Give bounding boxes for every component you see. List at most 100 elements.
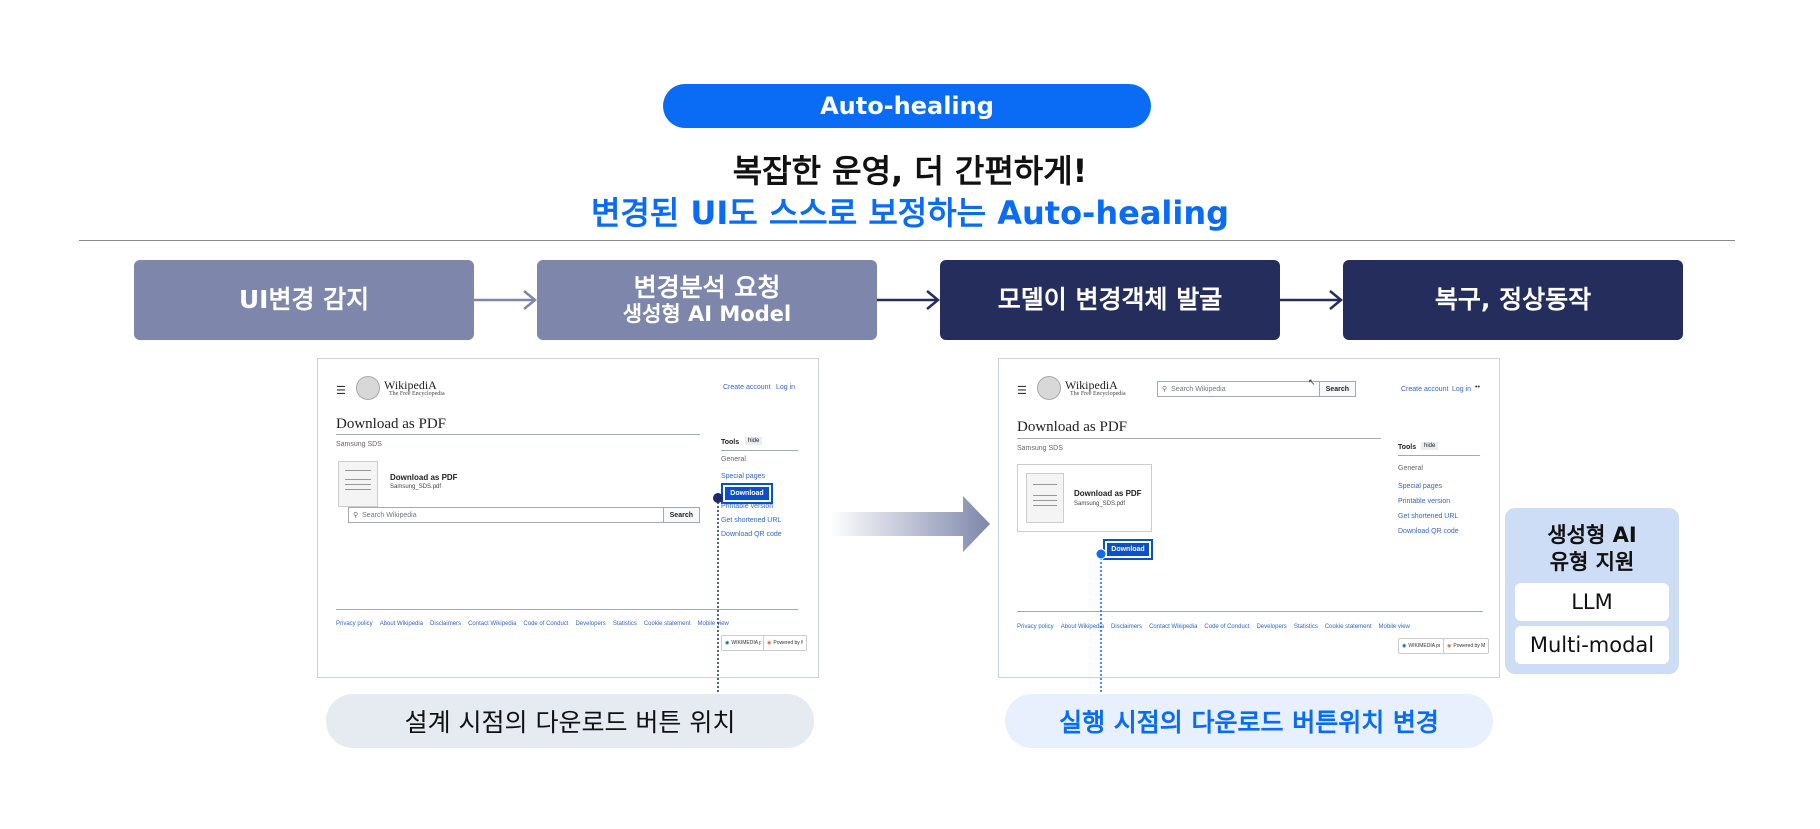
footer-link[interactable]: About Wikipedia	[379, 621, 424, 627]
caption-design-time: 설계 시점의 다운로드 버튼 위치	[326, 694, 814, 748]
logo-subtitle: The Free Encyclopedia	[1070, 391, 1126, 397]
page-title: Download as PDF	[336, 416, 447, 432]
tool-link[interactable]: Download QR code	[721, 531, 782, 538]
tools-rule	[721, 450, 798, 451]
pdf-document-icon	[338, 461, 378, 507]
logo-subtitle: The Free Encyclopedia	[389, 391, 445, 397]
footer-link[interactable]: Privacy policy	[336, 621, 373, 627]
mouse-cursor-icon: ↖	[1308, 377, 1316, 387]
divider	[79, 240, 1735, 241]
search-bar[interactable]: ⚲ Search Wikipedia Search	[1157, 381, 1356, 397]
general-label: General	[1398, 465, 1423, 472]
search-button[interactable]: Search	[1318, 382, 1355, 396]
step-ui-change-detect: UI변경 감지	[134, 260, 474, 340]
footer-link[interactable]: Cookie statement	[643, 621, 691, 627]
footer-link[interactable]: Mobile view	[697, 621, 729, 627]
mediawiki-logo-icon: ◉	[1447, 643, 1452, 649]
search-button[interactable]: Search	[662, 508, 699, 522]
step-label: UI변경 감지	[238, 284, 370, 314]
download-button[interactable]: Download	[721, 483, 773, 504]
transition-arrow-icon	[830, 496, 990, 552]
tool-link[interactable]: Printable version	[1398, 498, 1451, 505]
step-model-finds-object: 모델이 변경객체 발굴	[940, 260, 1280, 340]
footer-link[interactable]: Disclaimers	[430, 621, 462, 627]
screenshot-design-time: ☰ WikipediA The Free Encyclopedia Create…	[317, 358, 819, 678]
footer-rule	[336, 609, 798, 610]
tools-heading: Tools	[721, 439, 740, 446]
footer-link[interactable]: Code of Conduct	[1204, 624, 1250, 630]
pointer-before	[713, 493, 723, 694]
logo-title: WikipediA	[384, 378, 437, 392]
pdf-document-icon	[1026, 473, 1064, 523]
log-in-link[interactable]: Log in	[776, 384, 796, 391]
logo-title: WikipediA	[1065, 378, 1118, 392]
tool-link[interactable]: Get shortened URL	[1398, 513, 1459, 520]
doc-title: Download as PDF	[1074, 489, 1142, 498]
tool-link[interactable]: Special pages	[1398, 483, 1442, 490]
wikipedia-globe-icon	[1037, 376, 1061, 400]
footer-link[interactable]: Cookie statement	[1324, 624, 1372, 630]
download-button[interactable]: Download	[1103, 539, 1153, 560]
step-label: 모델이 변경객체 발굴	[997, 284, 1223, 314]
wikipedia-globe-icon	[356, 376, 380, 400]
ai-support-title: 생성형 AI 유형 지원	[1505, 522, 1679, 577]
footer-links: Privacy policy About Wikipedia Disclaime…	[1017, 624, 1410, 630]
tool-link[interactable]: Download QR code	[1398, 528, 1459, 535]
page-title: Download as PDF	[1017, 419, 1128, 435]
search-bar[interactable]: ⚲ Search Wikipedia Search	[348, 507, 700, 523]
tool-link[interactable]: Special pages	[721, 473, 765, 480]
doc-card: Download as PDF Samsung_SDS.pdf	[1017, 464, 1152, 532]
title-rule	[1017, 438, 1381, 439]
footer-link[interactable]: Privacy policy	[1017, 624, 1054, 630]
title-rule	[336, 434, 700, 435]
step-label: 복구, 정상동작	[1434, 284, 1592, 314]
step-label: 변경분석 요청	[633, 272, 781, 302]
footer-link[interactable]: Disclaimers	[1111, 624, 1143, 630]
search-input[interactable]: Search Wikipedia	[1171, 385, 1226, 393]
footer-link[interactable]: Contact Wikipedia	[468, 621, 517, 627]
footer-link[interactable]: Developers	[575, 621, 606, 627]
ai-support-title-line: 유형 지원	[1549, 550, 1635, 575]
create-account-link[interactable]: Create account	[723, 384, 771, 391]
footer-link[interactable]: Developers	[1256, 624, 1287, 630]
wikimedia-badge: ◉WIKIMEDIA project	[1398, 638, 1444, 654]
footer-link[interactable]: About Wikipedia	[1060, 624, 1105, 630]
footer-link[interactable]: Code of Conduct	[523, 621, 569, 627]
mediawiki-badge: ◉Powered by MediaWiki	[763, 635, 807, 651]
footer-rule	[1017, 611, 1483, 612]
badge-text: WIKIMEDIA project	[1408, 643, 1440, 649]
ai-type-multimodal: Multi-modal	[1515, 626, 1669, 664]
doc-title: Download as PDF	[390, 473, 458, 482]
more-options-icon[interactable]: ••	[1475, 384, 1480, 391]
footer-link[interactable]: Statistics	[612, 621, 637, 627]
wikimedia-logo-icon: ◉	[725, 640, 730, 646]
caption-run-time: 실행 시점의 다운로드 버튼위치 변경	[1005, 694, 1493, 748]
tool-link[interactable]: Get shortened URL	[721, 517, 782, 524]
page-subtitle: Samsung SDS	[336, 441, 382, 448]
arrow-right-icon	[1280, 290, 1343, 310]
mediawiki-badge: ◉Powered by MediaWiki	[1443, 638, 1489, 654]
arrow-right-icon	[474, 290, 537, 310]
footer-link[interactable]: Mobile view	[1378, 624, 1410, 630]
auto-healing-badge: Auto-healing	[663, 84, 1151, 128]
pointer-after	[1095, 548, 1107, 694]
log-in-link[interactable]: Log in	[1452, 386, 1472, 393]
doc-filename: Samsung_SDS.pdf	[390, 484, 442, 490]
hide-button[interactable]: hide	[745, 437, 763, 445]
footer-links: Privacy policy About Wikipedia Disclaime…	[336, 621, 729, 627]
tool-link[interactable]: Printable version	[721, 503, 774, 510]
tools-rule	[1398, 455, 1480, 456]
ai-type-llm: LLM	[1515, 583, 1669, 621]
badge-text: Powered by MediaWiki	[773, 640, 803, 646]
subheadline: 변경된 UI도 스스로 보정하는 Auto-healing	[590, 194, 1230, 232]
hide-button[interactable]: hide	[1421, 442, 1439, 450]
create-account-link[interactable]: Create account	[1401, 386, 1449, 393]
hamburger-menu-icon: ☰	[336, 385, 346, 397]
general-label: General	[721, 456, 746, 463]
search-input[interactable]: Search Wikipedia	[362, 511, 417, 519]
footer-link[interactable]: Statistics	[1293, 624, 1318, 630]
footer-link[interactable]: Contact Wikipedia	[1149, 624, 1198, 630]
mediawiki-logo-icon: ◉	[767, 640, 772, 646]
